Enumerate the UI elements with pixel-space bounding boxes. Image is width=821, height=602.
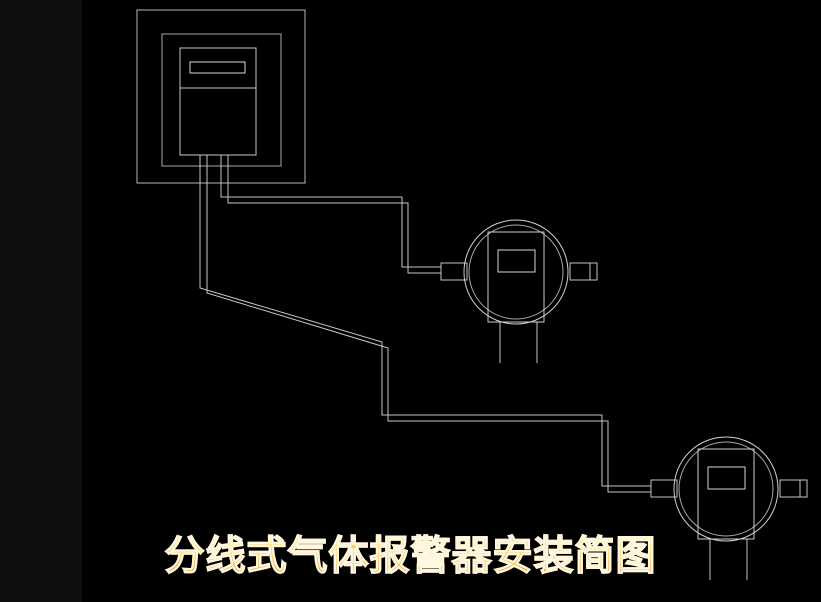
cable-to-detector-2	[199, 155, 651, 493]
controller-main-body	[179, 47, 257, 156]
detector-2-display-window	[707, 466, 746, 490]
detector-1[interactable]	[440, 219, 598, 363]
cable-to-detector-1	[220, 155, 441, 274]
detector-1-display-window	[497, 249, 536, 273]
detector-1-outer-ring	[463, 219, 569, 325]
cable-1-conductor-a	[220, 155, 441, 268]
cable-1-conductor-b	[227, 155, 441, 274]
detector-1-sensor-probe	[499, 322, 538, 363]
controller-display-window	[189, 61, 246, 74]
detector-2-right-lug	[779, 479, 808, 498]
cable-2-conductor-b	[206, 155, 651, 493]
detector-1-right-lug	[569, 262, 598, 281]
detector-2-body-box	[697, 448, 755, 540]
detector-2-sensor-probe	[709, 539, 748, 580]
detector-2[interactable]	[650, 436, 808, 580]
detector-2-outer-ring	[673, 436, 779, 542]
detector-1-body-box	[487, 231, 545, 323]
left-vignette-band	[0, 0, 82, 602]
detector-1-inner-ring	[468, 224, 564, 320]
cable-2-conductor-a	[199, 155, 651, 487]
detector-2-left-lug	[650, 479, 678, 498]
detector-2-inner-ring	[678, 441, 774, 537]
detector-1-left-lug	[440, 262, 468, 281]
